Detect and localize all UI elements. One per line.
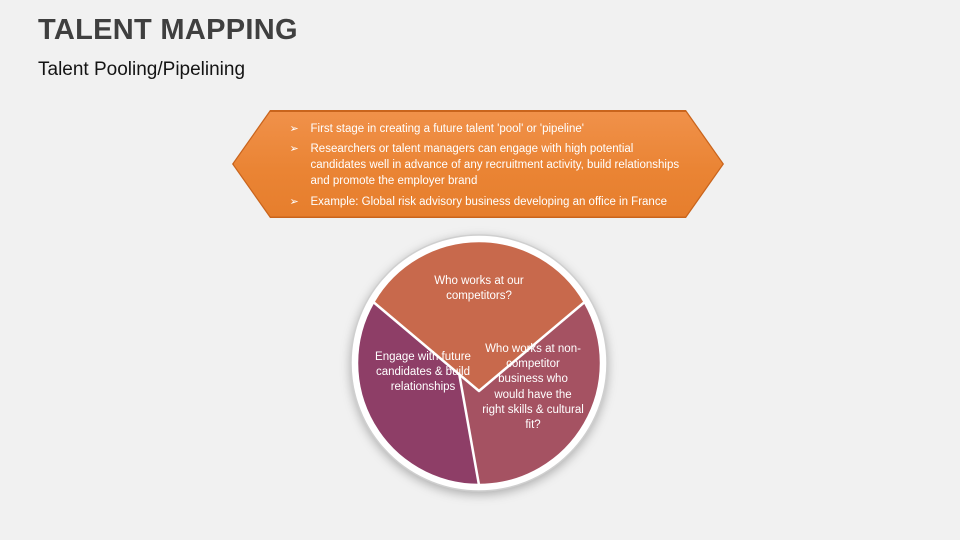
banner-bullet-text: Researchers or talent managers can engag… — [310, 143, 680, 188]
banner-bullet-item: ➢ Researchers or talent managers can eng… — [290, 142, 685, 190]
segment-top-shape — [372, 239, 586, 393]
callout-banner-fill: ➢ First stage in creating a future talen… — [234, 112, 723, 217]
cycle-diagram-svg — [350, 234, 608, 492]
segment-left-label: Engage with future candidates & build re… — [375, 351, 471, 394]
callout-banner: ➢ First stage in creating a future talen… — [232, 110, 724, 218]
arrow-bullet-icon: ➢ — [289, 195, 299, 208]
banner-bullet-list: ➢ First stage in creating a future talen… — [290, 122, 685, 216]
banner-bullet-text: Example: Global risk advisory business d… — [310, 195, 667, 208]
segment-top-label: Who works at our competitors? — [434, 275, 524, 303]
banner-bullet-item: ➢ First stage in creating a future talen… — [290, 122, 685, 138]
segment-right-label: Who works at non-competitor business who… — [482, 343, 584, 431]
segmented-cycle-diagram: Who works at our competitors? Engage wit… — [346, 230, 612, 496]
page-title: TALENT MAPPING — [38, 14, 298, 46]
banner-bullet-text: First stage in creating a future talent … — [310, 122, 584, 135]
banner-bullet-item: ➢ Example: Global risk advisory business… — [290, 195, 685, 211]
arrow-bullet-icon: ➢ — [289, 143, 299, 156]
page-subtitle: Talent Pooling/Pipelining — [38, 59, 246, 80]
arrow-bullet-icon: ➢ — [289, 122, 299, 135]
